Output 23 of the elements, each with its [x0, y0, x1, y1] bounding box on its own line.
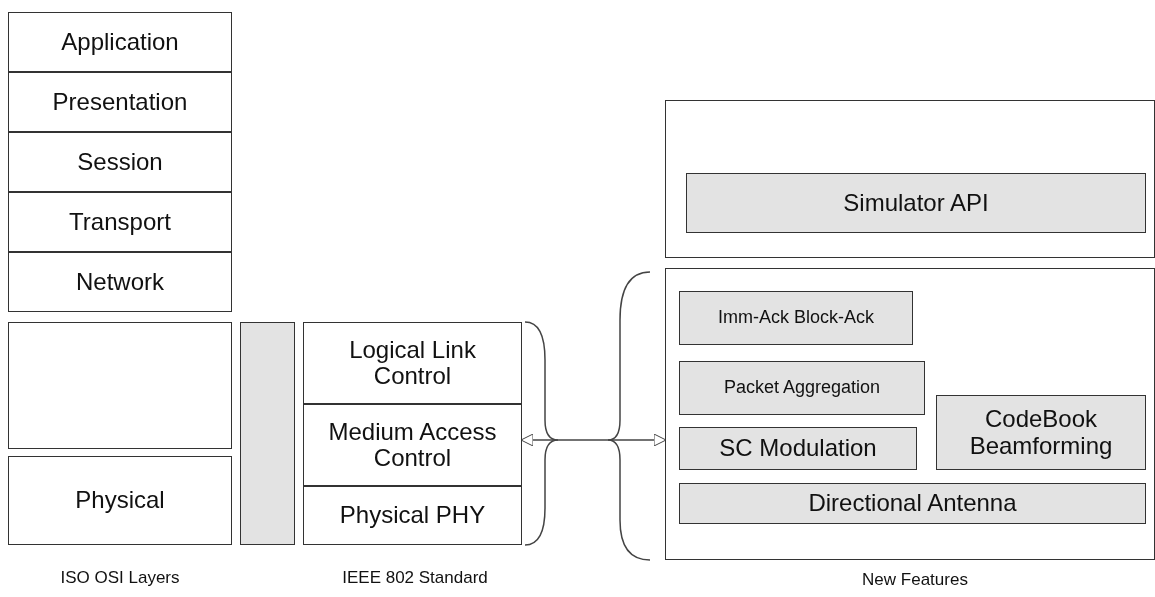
feature-box: CodeBook Beamforming [936, 395, 1146, 470]
layer-box: Session [8, 132, 232, 192]
group-box [665, 100, 1155, 258]
layer-box: Physical PHY [303, 486, 522, 545]
layer-box: Application [8, 12, 232, 72]
feature-box: SC Modulation [679, 427, 917, 470]
feature-box: Directional Antenna [679, 483, 1146, 524]
layer-box: Medium Access Control [303, 404, 522, 486]
feature-box: Packet Aggregation [679, 361, 925, 415]
group-box [665, 268, 1155, 560]
column-caption: ISO OSI Layers [60, 568, 180, 588]
layer-box: Physical [8, 456, 232, 545]
column-caption: New Features [862, 570, 968, 590]
layer-box: Transport [8, 192, 232, 252]
layer-box: Network [8, 252, 232, 312]
side-bar [240, 322, 295, 545]
layer-box: Presentation [8, 72, 232, 132]
double-arrow [520, 433, 667, 447]
group-box [8, 322, 232, 449]
feature-box: Simulator API [686, 173, 1146, 233]
feature-box: Imm-Ack Block-Ack [679, 291, 913, 345]
layer-box: Logical Link Control [303, 322, 522, 404]
column-caption: IEEE 802 Standard [342, 568, 488, 588]
